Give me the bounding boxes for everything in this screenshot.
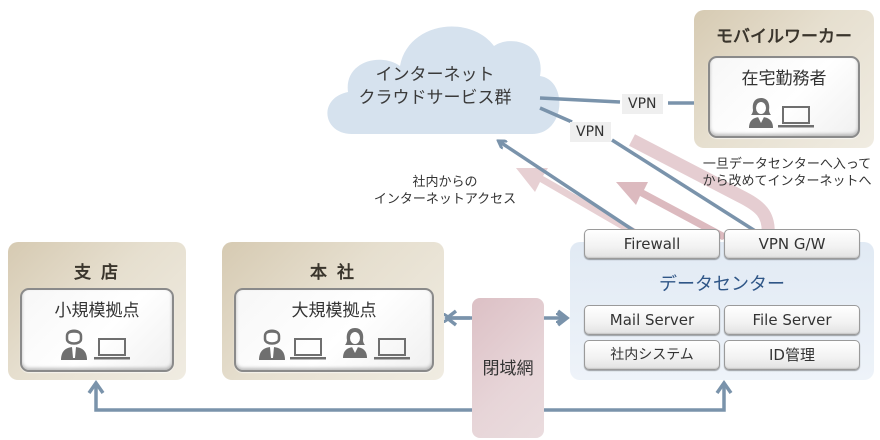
vpn-line-mobile-left bbox=[539, 96, 621, 104]
headquarters-box: 本 社 大規模拠点 bbox=[222, 242, 444, 380]
laptop-icon bbox=[778, 106, 814, 128]
vpn-line-dc bbox=[611, 138, 761, 236]
small-site-panel: 小規模拠点 bbox=[20, 288, 174, 372]
note-line: 社内からの bbox=[412, 175, 478, 190]
branch-title: 支 店 bbox=[74, 263, 120, 283]
branch-office-box: 支 店 小規模拠点 bbox=[8, 242, 186, 380]
male-user-icon bbox=[259, 329, 285, 360]
large-site-label: 大規模拠点 bbox=[291, 301, 377, 321]
arrowhead-dc bbox=[715, 379, 733, 395]
vpn-label-dc: VPN bbox=[570, 122, 611, 142]
vpn-gateway-node: VPN G/W bbox=[724, 229, 860, 259]
closed-network: 閉域網 bbox=[472, 298, 544, 438]
remote-worker-panel: 在宅勤務者 bbox=[708, 56, 860, 138]
cloud-label-line1: インターネット bbox=[375, 65, 495, 85]
firewall-internet-line bbox=[500, 142, 637, 234]
female-user-icon bbox=[749, 98, 773, 128]
laptop-icon bbox=[290, 338, 326, 360]
male-user-icon bbox=[61, 329, 87, 360]
via-datacenter-note: 一旦データセンターへ入って から改めてインターネットへ bbox=[692, 156, 880, 190]
arrowhead-dc-left bbox=[556, 309, 570, 327]
remote-worker-label: 在宅勤務者 bbox=[741, 69, 827, 89]
note-line: 一旦データセンターへ入って bbox=[702, 157, 872, 172]
id-management-node: ID管理 bbox=[724, 340, 860, 370]
hq-title: 本 社 bbox=[310, 263, 356, 283]
cloud-icon bbox=[327, 26, 560, 135]
internet-access-flow bbox=[516, 168, 730, 240]
arrowhead-hq bbox=[444, 309, 458, 327]
female-user-icon bbox=[343, 328, 367, 358]
branch-bus-line bbox=[94, 386, 472, 412]
laptop-icon bbox=[374, 338, 410, 360]
dc-bus-line bbox=[544, 386, 726, 412]
firewall-node: Firewall bbox=[584, 229, 720, 259]
mail-server-node: Mail Server bbox=[584, 305, 720, 335]
internal-access-note: 社内からの インターネットアクセス bbox=[360, 174, 530, 208]
note-line: から改めてインターネットへ bbox=[702, 174, 872, 189]
laptop-icon bbox=[94, 338, 130, 360]
note-line: インターネットアクセス bbox=[373, 192, 517, 207]
datacenter-title: データセンター bbox=[659, 274, 785, 295]
closed-network-label: 閉域網 bbox=[482, 359, 534, 379]
large-site-panel: 大規模拠点 bbox=[234, 288, 434, 372]
small-site-label: 小規模拠点 bbox=[54, 301, 140, 321]
cloud-label-line2: クラウドサービス群 bbox=[358, 88, 512, 108]
mobile-worker-box: モバイルワーカー 在宅勤務者 bbox=[694, 10, 874, 148]
mobile-worker-title: モバイルワーカー bbox=[716, 27, 852, 47]
file-server-node: File Server bbox=[724, 305, 860, 335]
vpn-label-mobile: VPN bbox=[622, 94, 663, 114]
arrowhead-branch bbox=[87, 379, 105, 395]
internet-cloud: インターネット クラウドサービス群 bbox=[330, 64, 540, 110]
internal-system-node: 社内システム bbox=[584, 340, 720, 370]
